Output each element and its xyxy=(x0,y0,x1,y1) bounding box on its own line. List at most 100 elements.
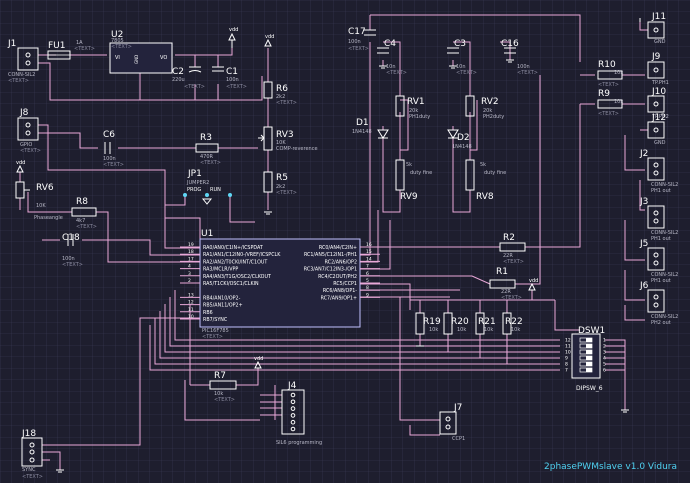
u1-left-pin-number: 4 xyxy=(188,264,191,270)
potentiometer-rv2[interactable]: RV2 20k PH2duty xyxy=(465,95,504,120)
potentiometer-rv9[interactable]: 5k duty fine RV9 xyxy=(395,159,432,202)
u2-text: <TEXT> xyxy=(111,44,132,50)
j3-ref: J3 xyxy=(639,197,648,207)
connector-j8[interactable]: J8 GPIO <TEXT> xyxy=(17,108,41,154)
connector-j4[interactable]: J4 SIL6 programming xyxy=(276,381,322,446)
resistor-r8[interactable]: R8 4k7 <TEXT> xyxy=(71,197,97,230)
j1-part: CONN-SIL2 xyxy=(8,72,35,78)
r22-ref: R22 xyxy=(505,317,523,327)
u1-left-pin-label: RA5/T1CKI/OSC1/CLKIN xyxy=(203,281,259,287)
vdd-label-5: vdd xyxy=(529,278,538,284)
regulator-u2[interactable]: U2 7805 <TEXT> VI VO GND xyxy=(109,30,173,74)
potentiometer-rv8[interactable]: 5k duty fine RV8 xyxy=(465,159,506,202)
resistor-r3[interactable]: R3 470R <TEXT> xyxy=(195,133,221,166)
j4-pin xyxy=(290,392,296,398)
capacitor-c16[interactable]: C16 100n <TEXT> xyxy=(501,39,538,76)
u1-right-pin-number: 16 xyxy=(366,242,372,248)
c4-text: <TEXT> xyxy=(386,70,407,76)
resistor-r6[interactable]: R6 2k2 <TEXT> xyxy=(263,81,297,106)
jp1-prog: PROG xyxy=(187,187,201,193)
c1-ref: C1 xyxy=(226,67,238,77)
jp1-run: RUN xyxy=(210,187,221,193)
c17-ref: C17 xyxy=(348,27,366,37)
resistor-r21[interactable]: R21 10k xyxy=(475,312,496,335)
j10-ref: J10 xyxy=(651,87,666,97)
ground-symbols xyxy=(56,18,641,473)
u1-left-pin-label: RA2/AN2/T0CKI/INT/C1OUT xyxy=(203,259,267,265)
potentiometer-rv3[interactable]: RV3 10K COMP-reverence xyxy=(258,126,318,152)
j8-ref: J8 xyxy=(19,108,29,118)
u1-right-pin-number: 9 xyxy=(366,292,369,298)
resistor-r19[interactable]: R19 10k xyxy=(415,312,441,335)
capacitor-c1[interactable]: C1 100n <TEXT> xyxy=(212,66,247,90)
resistor-r1[interactable]: R1 22R <TEXT> xyxy=(489,267,522,301)
capacitor-c3[interactable]: C3 10n <TEXT> xyxy=(447,39,477,76)
resistor-r20[interactable]: R20 10k xyxy=(443,312,469,335)
u1-ref: U1 xyxy=(201,229,213,239)
r21-ref: R21 xyxy=(478,317,496,327)
u1-right-pin-label: RC1/AN5/C12IN1-/PH1 xyxy=(304,252,357,258)
connector-j9[interactable]: J9 TP.PH1 xyxy=(647,52,669,86)
j5-sub: CONN-SIL2 xyxy=(651,272,678,278)
connector-j10[interactable]: J10 TP.PH2 xyxy=(647,87,669,120)
r3-value: 470R xyxy=(200,154,214,160)
resistor-r9[interactable]: R9 10k <TEXT> xyxy=(597,89,623,117)
connector-j6[interactable]: J6 CONN-SIL2 PH2 out xyxy=(639,281,678,326)
capacitor-c18[interactable]: C18 100n <TEXT> xyxy=(62,233,83,268)
c17-text: <TEXT> xyxy=(348,46,369,52)
j18-sub: SYNC xyxy=(22,467,36,473)
dsw1-right-pin-number: 1 xyxy=(603,338,606,344)
capacitor-c2[interactable]: C2 220u <TEXT> xyxy=(172,66,205,90)
r6-value: 2k2 xyxy=(276,94,285,100)
capacitor-c6[interactable]: C6 100n <TEXT> xyxy=(103,130,124,168)
diode-d2[interactable]: D2 1N4148 xyxy=(447,129,472,150)
jumper-jp1[interactable]: JP1 JUMPER2 PROG RUN xyxy=(183,169,232,205)
connector-j1[interactable]: J1 CONN-SIL2 <TEXT> xyxy=(7,39,39,84)
capacitor-c4[interactable]: C4 10n <TEXT> xyxy=(377,39,407,76)
u1-right-pin-number: 7 xyxy=(366,264,369,270)
jp1-value: JUMPER2 xyxy=(186,180,209,186)
connector-j12[interactable]: J12 GND xyxy=(647,113,666,146)
connector-j2[interactable]: J2 CONN-SIL2 PH1 out xyxy=(639,149,678,194)
rv9-ref: RV9 xyxy=(400,192,418,202)
j10-sub: TP.PH2 xyxy=(651,114,669,120)
c16-value: 100n xyxy=(517,64,530,70)
dsw1-lever-knob xyxy=(586,344,592,348)
u1-right-pin-label: RC7/AN9/OP1+ xyxy=(321,295,357,301)
u1-left-pin-label: RB7/SYNC xyxy=(203,317,228,323)
u1-left-pin-number: 2 xyxy=(188,278,191,284)
vdd-label-2: vdd xyxy=(265,34,274,40)
connector-j11[interactable]: J11 GND xyxy=(647,12,666,45)
resistor-r5[interactable]: R5 2k2 <TEXT> xyxy=(263,171,297,196)
r1-ref: R1 xyxy=(496,267,508,277)
j2-sub: CONN-SIL2 xyxy=(651,182,678,188)
connector-j3[interactable]: J3 CONN-SIL2 PH1 out xyxy=(639,197,678,242)
r10-text: <TEXT> xyxy=(598,82,619,88)
connector-j5[interactable]: J5 CONN-SIL2 PH1 out xyxy=(639,239,678,284)
potentiometer-rv1[interactable]: RV1 20k PH1duty xyxy=(395,95,430,120)
j9-sub: TP.PH1 xyxy=(651,80,669,86)
vdd-symbol-4: vdd xyxy=(254,356,263,369)
resistor-r2[interactable]: R2 22R <TEXT> xyxy=(499,233,526,265)
dsw1-ref: DSW1 xyxy=(578,326,605,336)
microcontroller-u1[interactable]: U1 PIC16F785 <TEXT> 19RA0/AN0/C1IN+/ICSP… xyxy=(180,229,380,340)
resistor-r22[interactable]: R22 10k xyxy=(502,312,523,335)
resistor-r7[interactable]: R7 10k <TEXT> xyxy=(209,371,237,403)
r5-ref: R5 xyxy=(276,173,288,183)
r3-ref: R3 xyxy=(200,133,212,143)
diode-d1[interactable]: D1 1N4148 xyxy=(352,118,389,139)
u2-pin-vo: VO xyxy=(160,55,167,61)
capacitor-c17[interactable]: C17 100n <TEXT> xyxy=(348,27,376,52)
u1-left-pin-label: RB4/AN10/OP2- xyxy=(203,295,241,301)
fuse-fu1[interactable]: FU1 1A <TEXT> xyxy=(47,40,95,60)
resistor-r10[interactable]: R10 10k <TEXT> xyxy=(597,60,623,88)
potentiometer-rv6[interactable]: RV6 10K Phaseangle xyxy=(15,181,63,221)
c3-ref: C3 xyxy=(454,39,466,49)
fu1-ref: FU1 xyxy=(48,41,66,51)
r2-value: 22R xyxy=(503,253,513,259)
connector-j7[interactable]: J7 CCP1 xyxy=(439,403,465,442)
connector-j18[interactable]: J18 SYNC <TEXT> xyxy=(21,429,43,480)
c18-text: <TEXT> xyxy=(62,262,83,268)
